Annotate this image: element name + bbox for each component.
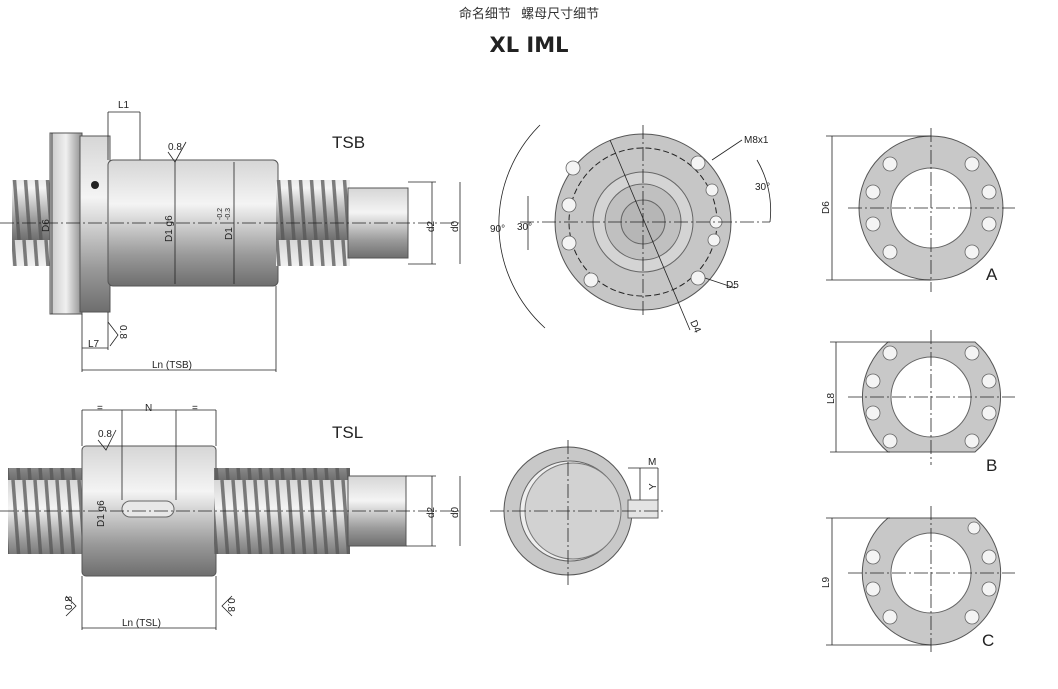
dim-l1: L1	[118, 100, 130, 111]
tsl-view: = N = D1 g6 d2 d0 Ln (TSL) 0.8 0.8 0.8 T…	[0, 403, 461, 630]
tol-upper: -0.2	[217, 208, 224, 220]
lubrication-hole	[91, 181, 99, 189]
flange-variant-c: L9 C	[821, 506, 1015, 655]
flange-rim	[79, 135, 111, 313]
flange-variant-a: D6 A	[821, 128, 1015, 292]
dim-eq-left: =	[97, 403, 103, 414]
dim-y: Y	[648, 483, 659, 490]
label-a: A	[986, 265, 998, 284]
dim-d5: D5	[726, 280, 739, 291]
tsl-front-view: M Y	[490, 440, 665, 585]
dim-angle-30-left: 30°	[517, 222, 532, 233]
dim-m: M	[648, 457, 656, 468]
dim-angle-30-right: 30°	[755, 182, 770, 193]
dim-d1-g6: D1 g6	[96, 500, 107, 527]
dim-eq-right: =	[192, 403, 198, 414]
dim-d2: d2	[426, 506, 437, 518]
roughness-b: 0.8	[117, 325, 128, 339]
page-title: XL IML	[489, 33, 569, 57]
dim-l9: L9	[821, 576, 832, 588]
tol-lower: -0.3	[225, 208, 232, 220]
dim-d1-g6: D1 g6	[164, 215, 175, 242]
dim-l8: L8	[826, 392, 837, 404]
dim-d0: d0	[450, 220, 461, 232]
label-c: C	[982, 631, 994, 650]
dim-ln-tsl: Ln (TSL)	[122, 618, 161, 629]
dim-ln-tsb: Ln (TSB)	[152, 360, 192, 371]
dim-d2: d2	[426, 220, 437, 232]
nav-item-nut-dims[interactable]: 螺母尺寸细节	[521, 7, 600, 22]
dim-d4: D4	[687, 319, 703, 336]
label-b: B	[986, 456, 997, 475]
dim-n: N	[145, 403, 152, 414]
roughness-a: 0.8	[168, 142, 182, 153]
label-tsb: TSB	[332, 133, 365, 152]
roughness-top: 0.8	[98, 429, 112, 440]
dim-m8x1: M8x1	[744, 135, 769, 146]
dim-d6: D6	[821, 201, 832, 214]
dim-l7: L7	[88, 339, 100, 350]
roughness-left: 0.8	[64, 596, 75, 610]
flange-front-view: M8x1 30° 90° 30° D5 D4	[490, 124, 772, 336]
breadcrumb: 命名细节 螺母尺寸细节	[0, 3, 1058, 22]
nav-item-naming[interactable]: 命名细节	[458, 7, 511, 22]
dim-d0: d0	[450, 506, 461, 518]
dim-angle-90: 90°	[490, 224, 505, 235]
dim-d6: D6	[41, 219, 52, 232]
label-tsl: TSL	[332, 423, 363, 442]
flange-variant-b: L8 B	[826, 330, 1015, 475]
roughness-right: 0.8	[225, 598, 236, 612]
dim-d1: D1	[224, 227, 235, 240]
tsb-view: L1 L7 D6 D1 g6 D1 -0.2 -0.3 d2 d0 Ln (TS…	[0, 100, 461, 372]
bolt-holes	[561, 155, 723, 288]
key-slot	[121, 500, 175, 518]
flange	[49, 132, 83, 315]
